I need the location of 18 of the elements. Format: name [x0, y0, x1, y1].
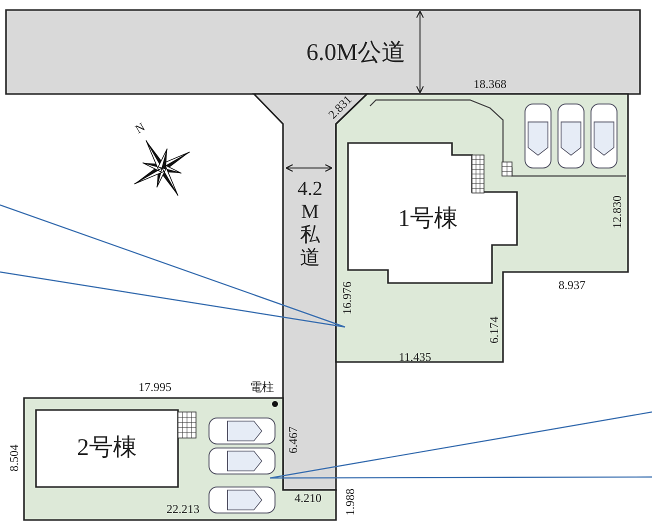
- building-label: 1号棟: [398, 205, 458, 234]
- dimension-label: 8.937: [558, 279, 586, 291]
- dimension-label: 18.368: [474, 78, 506, 90]
- dimension-label: 6.467: [287, 426, 299, 454]
- dimension-label: 22.213: [166, 503, 200, 515]
- north-label: N: [133, 120, 147, 136]
- dimension-label: 8.504: [8, 444, 20, 472]
- dimension-label: 16.976: [341, 282, 353, 314]
- dimension-label: 6.174: [488, 316, 500, 344]
- pole-label: 電柱: [250, 381, 274, 393]
- dimension-label: 12.830: [611, 196, 623, 228]
- dimension-label: 1.988: [344, 488, 356, 516]
- building-label: 2号棟: [77, 434, 137, 463]
- dimension-label: 11.435: [398, 351, 432, 363]
- road-label: 6.0M公道: [306, 39, 406, 68]
- dimension-label: 17.995: [138, 381, 172, 393]
- dimension-label: 4.210: [294, 492, 322, 504]
- road-label: 4.2M私道: [296, 178, 324, 270]
